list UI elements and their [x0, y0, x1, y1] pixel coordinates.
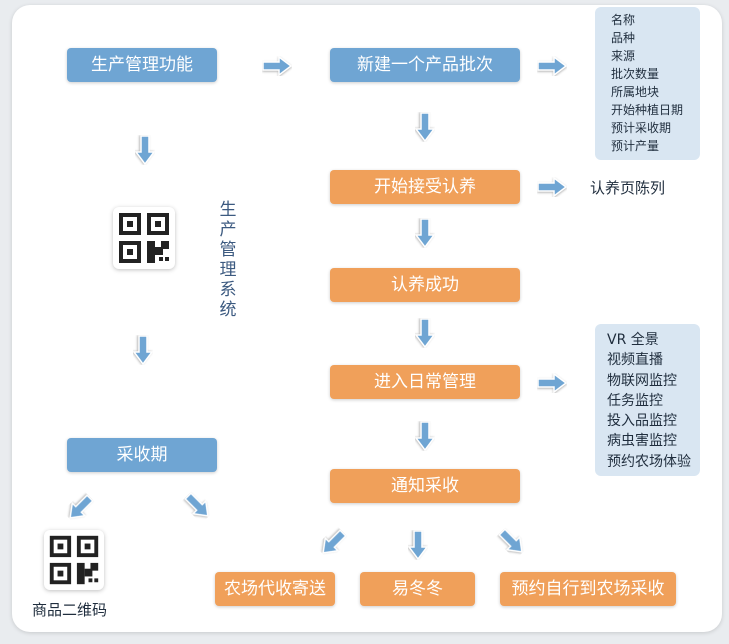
arrow-icon	[180, 488, 215, 523]
start-adoption-box: 开始接受认养	[330, 170, 520, 204]
management-feature: 预约农场体验	[607, 453, 691, 470]
arrow-icon	[414, 218, 436, 249]
management-feature: 投入品监控	[607, 413, 677, 430]
batch-field: 来源	[611, 49, 636, 63]
management-feature: 物联网监控	[607, 372, 677, 389]
qr-code-icon	[113, 207, 175, 269]
arrow-icon	[134, 135, 156, 166]
adoption-display-label: 认养页陈列	[590, 179, 666, 197]
product-qr-label: 商品二维码	[32, 601, 108, 619]
daily-management-box: 进入日常管理	[330, 365, 520, 399]
arrow-icon	[414, 421, 436, 452]
arrow-icon	[315, 525, 350, 560]
arrow-icon	[407, 530, 429, 561]
notify-harvest-box: 通知采收	[330, 469, 520, 503]
product-qr-code-icon	[44, 530, 104, 590]
harvest-option-yidongdong: 易冬冬	[360, 572, 475, 606]
batch-field: 所属地块	[611, 85, 660, 99]
harvest-option-self-pickup: 预约自行到农场采收	[500, 572, 676, 606]
adoption-success-box: 认养成功	[330, 268, 520, 302]
management-feature: 视频直播	[607, 352, 663, 369]
new-batch-box: 新建一个产品批次	[330, 48, 520, 82]
arrow-icon	[262, 55, 293, 77]
arrow-icon	[537, 176, 568, 198]
arrow-icon	[414, 318, 436, 349]
arrow-icon	[132, 335, 154, 366]
arrow-icon	[537, 55, 568, 77]
batch-field: 预计产量	[611, 139, 660, 153]
arrow-icon	[494, 524, 529, 559]
batch-field: 批次数量	[611, 67, 660, 81]
arrow-icon	[537, 372, 568, 394]
harvest-period-box: 采收期	[67, 438, 217, 472]
management-feature: 病虫害监控	[607, 433, 677, 450]
management-feature: 任务监控	[607, 392, 663, 409]
system-label: 生产管理系统	[219, 200, 237, 320]
management-features-list: VR 全景 视频直播 物联网监控 任务监控 投入品监控 病虫害监控 预约农场体验	[595, 324, 700, 476]
arrow-icon	[62, 490, 97, 525]
batch-fields-list: 名称 品种 来源 批次数量 所属地块 开始种植日期 预计采收期 预计产量	[595, 7, 700, 160]
batch-field: 名称	[611, 13, 636, 27]
batch-field: 品种	[611, 31, 636, 45]
production-feature-box: 生产管理功能	[67, 48, 217, 82]
harvest-option-farm-shipping: 农场代收寄送	[215, 572, 335, 606]
arrow-icon	[414, 112, 436, 143]
batch-field: 开始种植日期	[611, 103, 684, 117]
batch-field: 预计采收期	[611, 121, 672, 135]
management-feature: VR 全景	[607, 332, 659, 348]
